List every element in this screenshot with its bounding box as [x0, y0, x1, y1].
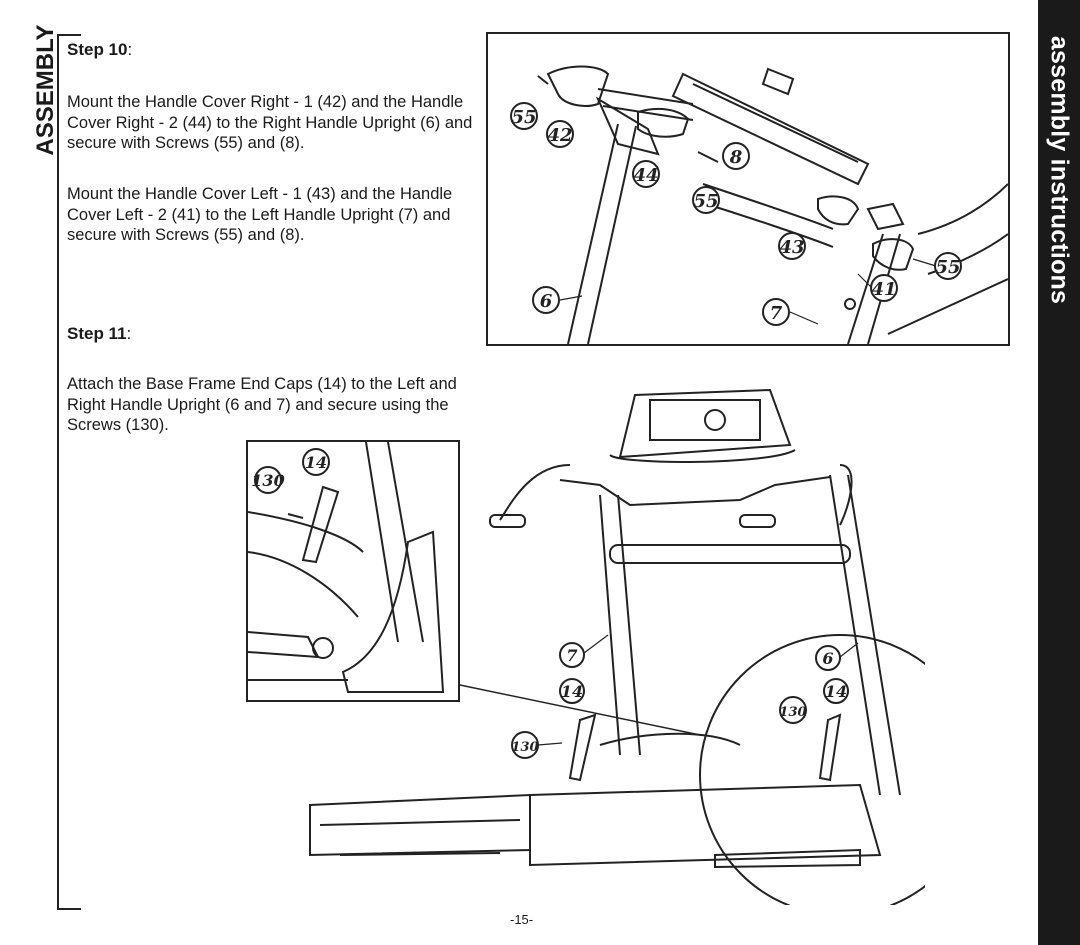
step10-heading: Step 10: — [67, 40, 133, 59]
step11-heading: Step 11: — [67, 324, 132, 343]
figure-handle-covers: 55 42 8 44 55 43 55 41 6 7 — [486, 32, 1010, 346]
callout-14-right: 14 — [825, 682, 847, 701]
callout-6-main: 6 — [822, 649, 833, 668]
callout-8: 8 — [729, 147, 743, 168]
figure-handle-covers-drawing: 55 42 8 44 55 43 55 41 6 7 — [510, 65, 1009, 345]
callout-43: 43 — [779, 237, 804, 258]
callout-7-main: 7 — [566, 646, 577, 665]
figure-end-cap-drawing: 130 14 — [247, 441, 445, 693]
callout-55a: 55 — [511, 107, 536, 128]
callout-6: 6 — [540, 291, 553, 312]
callout-130-left: 130 — [511, 740, 538, 755]
callout-44: 44 — [633, 165, 658, 186]
bracket-line — [57, 34, 59, 910]
figure-end-cap-detail: 130 14 — [246, 440, 460, 702]
step10-paragraph-2: Mount the Handle Cover Left - 1 (43) and… — [67, 185, 453, 244]
side-tab-label: assembly instructions — [1045, 35, 1074, 305]
section-label: ASSEMBLY — [32, 24, 59, 156]
step10-paragraph-1: Mount the Handle Cover Right - 1 (42) an… — [67, 93, 473, 152]
callout-7: 7 — [770, 303, 783, 324]
callout-130: 130 — [251, 471, 284, 490]
page-number: -15- — [510, 912, 534, 927]
callout-130-right: 130 — [779, 705, 806, 720]
callout-14: 14 — [305, 453, 327, 472]
callout-55c: 55 — [935, 257, 960, 278]
callout-55b: 55 — [693, 191, 718, 212]
bracket-bottom — [57, 908, 81, 910]
callout-14-left: 14 — [561, 682, 583, 701]
callout-41: 41 — [871, 279, 896, 300]
side-tab — [1038, 0, 1080, 945]
callout-42: 42 — [547, 125, 572, 146]
figure-treadmill: 7 6 14 14 130 130 — [309, 388, 925, 905]
step11-paragraph-1: Attach the Base Frame End Caps (14) to t… — [67, 375, 457, 434]
bracket-top — [57, 34, 81, 36]
